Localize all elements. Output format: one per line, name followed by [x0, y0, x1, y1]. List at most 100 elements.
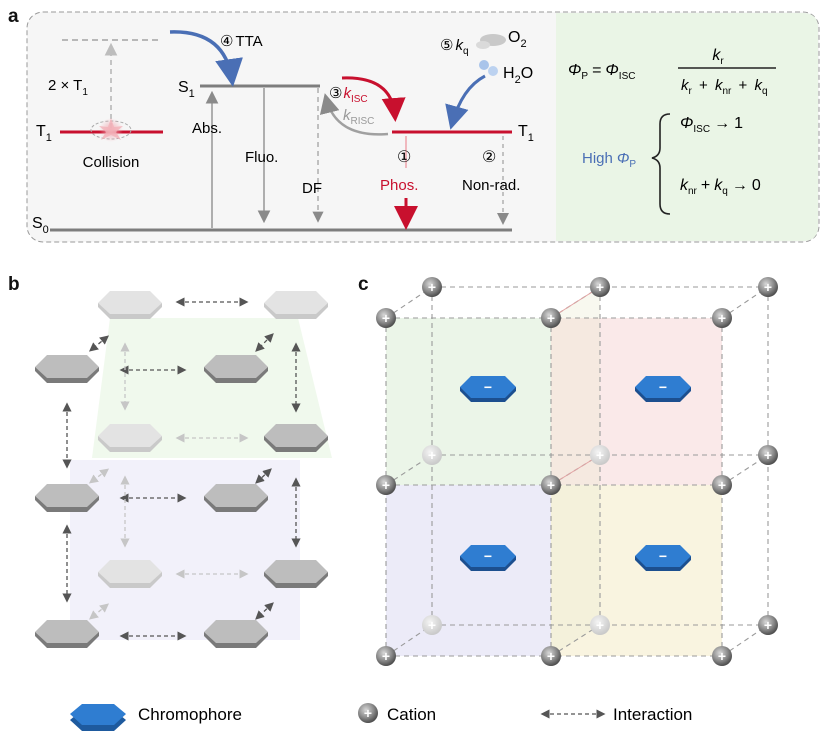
cation-sphere: + [590, 277, 610, 297]
h2o-label: H2O [503, 65, 533, 86]
cation-sphere: + [590, 445, 610, 465]
nonrad-label: Non-rad. [462, 177, 520, 194]
cation-sphere: + [376, 646, 396, 666]
chromophore-tile [35, 355, 99, 383]
cation-legend-icon: + [358, 703, 378, 723]
chromophore-legend-icon [70, 704, 126, 731]
svg-text:+: + [718, 310, 726, 326]
anion-charge: − [484, 379, 492, 395]
panel-b-interaction-arrows [62, 297, 301, 641]
oxygen-cloud-icon [476, 34, 506, 49]
equation-lhs: ΦP=ΦISC [568, 62, 635, 82]
svg-text:+: + [428, 447, 436, 463]
anion-charge: − [659, 548, 667, 564]
panel-a-letter: a [8, 6, 19, 27]
svg-text:+: + [764, 279, 772, 295]
cation-sphere: + [422, 445, 442, 465]
cation-spheres: ++++++++++++++++++ [376, 277, 778, 666]
interaction-arrow [255, 468, 272, 484]
anion-charge: − [484, 548, 492, 564]
cube-region-red [551, 318, 722, 485]
cation-sphere: + [758, 615, 778, 635]
interaction-arrow [88, 603, 110, 620]
chromophore-anion: − [635, 376, 691, 402]
cation-sphere: + [712, 475, 732, 495]
cation-sphere: + [541, 308, 561, 328]
chromophore-tile [35, 620, 99, 648]
chromophore-tile [204, 355, 268, 383]
tta-arrow [169, 30, 243, 87]
chromophore-tile [204, 484, 268, 512]
chromophore-tile [264, 560, 328, 588]
svg-text:+: + [547, 648, 555, 664]
equation-numerator: kr [712, 47, 724, 67]
phos-step: ① [397, 149, 411, 166]
svg-text:+: + [428, 279, 436, 295]
t1-left-label: T1 [36, 123, 52, 144]
panel-b: b [8, 274, 332, 648]
panel-b-letter: b [8, 274, 20, 295]
cation-sphere: + [376, 308, 396, 328]
panel-b-chromophore-lattice [35, 291, 328, 648]
cation-sphere: + [376, 475, 396, 495]
collision-burst [90, 118, 132, 142]
svg-text:+: + [596, 279, 604, 295]
isc-arrow [341, 76, 406, 122]
isc-label: ③kISC [329, 85, 368, 105]
equation-denominator: kr + knr + kq [681, 77, 768, 98]
risc-arrow [319, 93, 389, 136]
panel-c: c −−−− ++++++++++++++++++ [358, 274, 778, 666]
water-droplet-icon [479, 60, 498, 76]
interaction-arrow [88, 335, 110, 352]
chromophore-tile [98, 424, 162, 452]
quantum-yield-equation: ΦP=ΦISC kr kr + knr + kq [568, 47, 776, 98]
svg-text:+: + [382, 310, 390, 326]
panel-c-letter: c [358, 274, 369, 295]
cation-sphere: + [758, 277, 778, 297]
quench-arrow [445, 74, 486, 130]
cube-mid-plane [551, 287, 600, 656]
legend-interaction-label: Interaction [613, 705, 692, 724]
svg-text:+: + [547, 477, 555, 493]
s1-label: S1 [178, 79, 195, 100]
condition-brace [651, 113, 671, 215]
condition-k: knr+kq→0 [680, 177, 761, 197]
s0-label: S0 [32, 215, 49, 236]
legend: Chromophore + Cation Interaction [70, 703, 692, 731]
anion-charge: − [659, 379, 667, 395]
condition-isc: ΦISC→1 [680, 115, 743, 135]
cation-sphere: + [541, 475, 561, 495]
chromophore-tile [204, 620, 268, 648]
cube-region-blue [386, 485, 551, 656]
nonrad-step: ② [482, 149, 496, 166]
svg-text:+: + [428, 617, 436, 633]
cation-sphere: + [422, 277, 442, 297]
cation-sphere: + [712, 308, 732, 328]
svg-text:+: + [718, 648, 726, 664]
cube-region-green [386, 318, 551, 485]
svg-text:+: + [596, 447, 604, 463]
svg-text:+: + [547, 310, 555, 326]
chromophore-anion: − [460, 376, 516, 402]
chromophore-tile [98, 560, 162, 588]
fluo-label: Fluo. [245, 149, 278, 166]
chromophore-tile [35, 484, 99, 512]
cation-sphere: + [758, 445, 778, 465]
chromophore-anion: − [635, 545, 691, 571]
svg-text:+: + [364, 705, 372, 721]
cation-sphere: + [541, 646, 561, 666]
chromophore-anions: − − − − [460, 376, 691, 571]
phos-label: Phos. [380, 177, 418, 194]
chromophore-tile [264, 291, 328, 319]
df-label: DF [302, 180, 322, 197]
collision-label: Collision [83, 154, 140, 171]
svg-text:+: + [764, 447, 772, 463]
svg-text:+: + [382, 648, 390, 664]
legend-chromophore-label: Chromophore [138, 705, 242, 724]
svg-text:+: + [382, 477, 390, 493]
two-t1-label: 2 × T1 [48, 77, 88, 98]
